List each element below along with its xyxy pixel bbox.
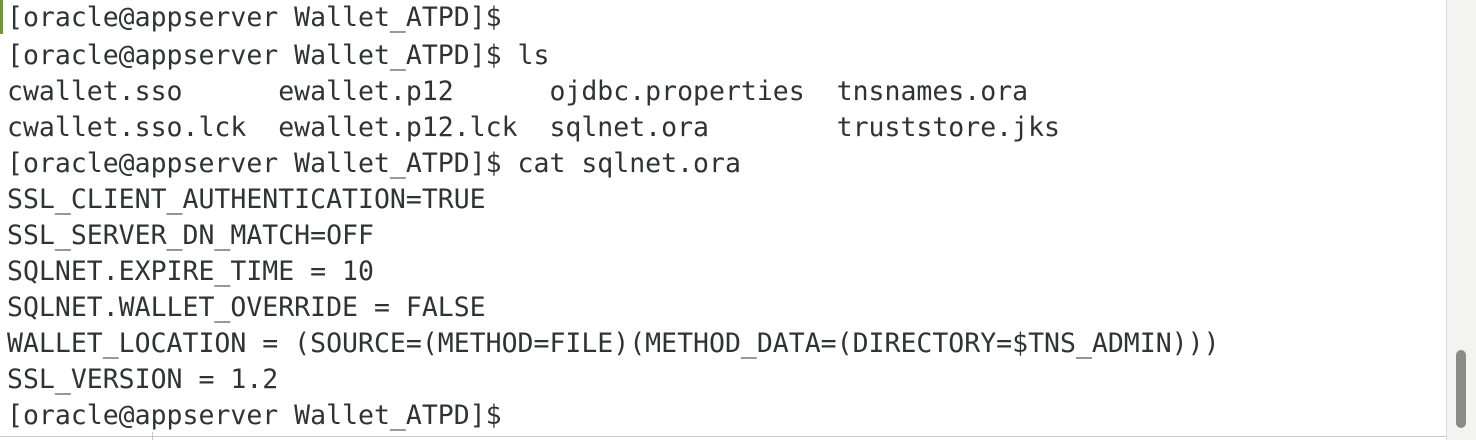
bottom-divider (0, 436, 1446, 437)
terminal-output[interactable]: [oracle@appserver Wallet_ATPD]$ [oracle@… (0, 0, 1444, 440)
prompt-line: [oracle@appserver Wallet_ATPD]$ (7, 2, 502, 33)
window-edge-accent (0, 0, 3, 34)
file-content-line: SQLNET.WALLET_OVERRIDE = FALSE (7, 292, 486, 323)
file-content-line: WALLET_LOCATION = (SOURCE=(METHOD=FILE)(… (7, 328, 1220, 359)
vertical-scrollbar[interactable] (1446, 0, 1476, 440)
prompt-line: [oracle@appserver Wallet_ATPD]$ (7, 400, 502, 431)
file-content-line: SSL_VERSION = 1.2 (7, 364, 279, 395)
bottom-divider-tick (152, 432, 153, 440)
file-content-line: SSL_SERVER_DN_MATCH=OFF (7, 220, 374, 251)
ls-output-row-2: cwallet.sso.lck ewallet.p12.lck sqlnet.o… (7, 112, 1060, 143)
scrollbar-thumb[interactable] (1456, 350, 1466, 428)
ls-output-row-1: cwallet.sso ewallet.p12 ojdbc.properties… (7, 76, 1029, 107)
command-line-ls: [oracle@appserver Wallet_ATPD]$ ls (7, 40, 550, 71)
file-content-line: SQLNET.EXPIRE_TIME = 10 (7, 256, 374, 287)
command-line-cat: [oracle@appserver Wallet_ATPD]$ cat sqln… (7, 148, 741, 179)
file-content-line: SSL_CLIENT_AUTHENTICATION=TRUE (7, 184, 486, 215)
